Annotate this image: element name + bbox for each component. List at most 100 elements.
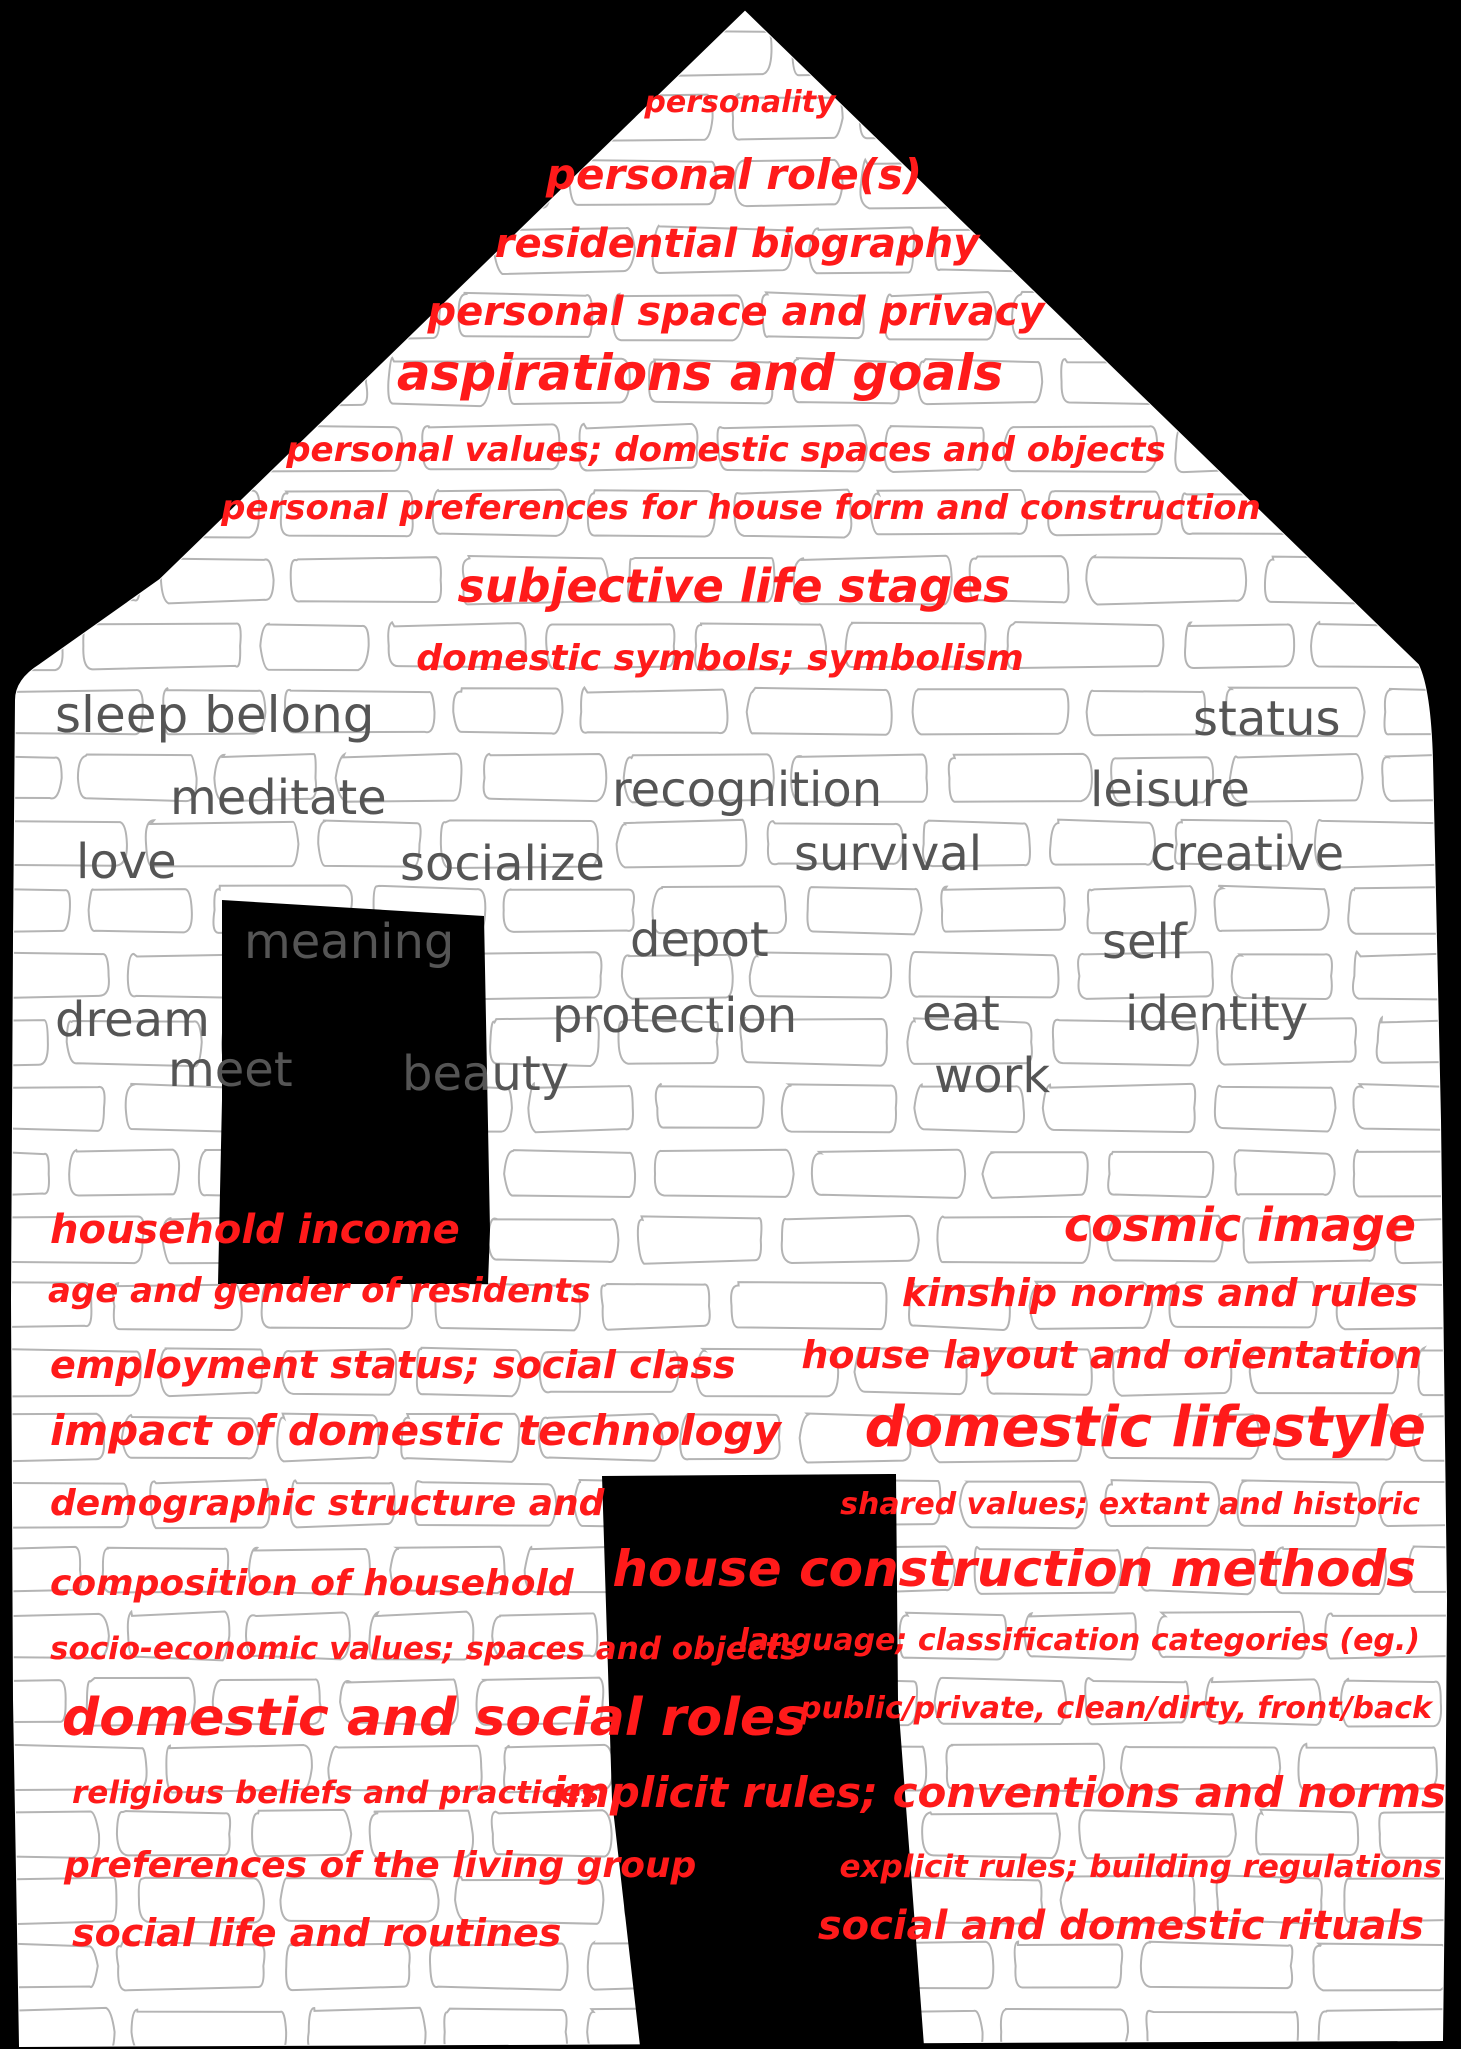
brick <box>112 1281 243 1331</box>
brick <box>452 687 564 735</box>
brick <box>507 357 631 405</box>
brick <box>439 819 599 870</box>
brick <box>128 425 233 474</box>
brick <box>12 424 113 474</box>
brick <box>414 1480 558 1527</box>
brick <box>537 1412 664 1462</box>
brick <box>791 357 900 405</box>
brick <box>1085 554 1248 606</box>
brick <box>280 1348 398 1396</box>
brick <box>1225 686 1366 738</box>
brick <box>579 685 729 735</box>
brick <box>259 622 370 672</box>
brick <box>12 1085 106 1132</box>
brick <box>1139 92 1280 141</box>
brick <box>945 1742 1106 1793</box>
brick <box>279 490 414 538</box>
brick <box>1297 1742 1438 1791</box>
word-subjective-life-stages: subjective life stages <box>457 559 1011 613</box>
brick <box>12 951 110 1000</box>
word-identity: identity <box>1125 986 1309 1042</box>
brick <box>357 225 475 274</box>
brick <box>1314 357 1446 403</box>
brick <box>1242 1216 1376 1264</box>
brick <box>489 1016 600 1067</box>
word-socio-economic-values: socio-economic values; spaces and object… <box>50 1631 799 1667</box>
brick <box>1324 1612 1446 1660</box>
word-house-construction: house construction methods <box>612 1540 1416 1598</box>
brick <box>421 423 561 471</box>
brick <box>387 620 527 669</box>
brick <box>397 158 553 209</box>
brick <box>428 1942 569 1991</box>
brick <box>1028 1280 1154 1330</box>
brick <box>1315 489 1446 539</box>
brick <box>733 158 844 208</box>
brick <box>85 1676 196 1727</box>
word-language-classification: language; classification categories (eg.… <box>738 1623 1420 1658</box>
brick <box>1394 1215 1446 1265</box>
brick <box>454 1875 605 1925</box>
brick <box>1077 951 1214 1000</box>
word-house-layout: house layout and orientation <box>801 1333 1422 1377</box>
brick <box>1375 1015 1446 1064</box>
brick <box>126 1609 231 1662</box>
brick <box>1338 292 1443 341</box>
brick <box>1059 1874 1196 1925</box>
brick <box>317 819 422 868</box>
brick <box>1185 358 1298 406</box>
word-leisure: leisure <box>1090 762 1250 818</box>
brick <box>913 1082 1025 1134</box>
brick <box>1312 1942 1446 1992</box>
brick <box>71 356 225 405</box>
brick <box>1156 1610 1306 1660</box>
brick <box>244 1611 351 1661</box>
brick <box>921 1811 1061 1860</box>
word-residential-biography: residential biography <box>494 221 980 267</box>
word-social-life-routines: social life and routines <box>72 1911 562 1955</box>
word-preferences-living-group: preferences of the living group <box>64 1845 697 1886</box>
brick <box>289 556 443 603</box>
brick <box>1233 1149 1336 1196</box>
brick <box>443 2007 568 2046</box>
brick <box>532 25 648 78</box>
brick <box>739 1016 888 1067</box>
word-eat: eat <box>922 986 1000 1042</box>
brick <box>1411 1413 1446 1463</box>
brick <box>648 358 774 405</box>
brick <box>1215 1017 1357 1066</box>
brick <box>386 28 518 78</box>
word-meaning: meaning <box>244 914 455 970</box>
brick <box>654 1082 765 1129</box>
brick <box>1145 2009 1300 2046</box>
word-personal-roles: personal role(s) <box>545 150 923 199</box>
brick <box>1047 490 1164 537</box>
brick <box>1308 423 1415 474</box>
word-kinship-norms: kinship norms and rules <box>901 1271 1418 1315</box>
brick <box>1107 1150 1215 1199</box>
brick <box>236 158 378 208</box>
brick <box>615 818 748 869</box>
word-recognition: recognition <box>612 762 883 818</box>
brick <box>968 555 1070 604</box>
brick <box>791 26 905 77</box>
door <box>602 1474 924 2046</box>
word-depot: depot <box>630 912 769 968</box>
brick <box>1168 1281 1318 1329</box>
brick <box>214 224 343 273</box>
brick <box>991 92 1120 143</box>
word-creative: creative <box>1150 826 1345 882</box>
brick <box>1176 292 1324 340</box>
brick <box>928 1413 1084 1464</box>
brick <box>101 1546 230 1594</box>
brick <box>1111 1348 1233 1397</box>
brick <box>1213 884 1330 933</box>
brick <box>620 953 734 1000</box>
brick <box>12 1281 93 1329</box>
brick <box>12 1876 118 1926</box>
brick <box>368 1610 475 1661</box>
brick <box>165 1744 313 1794</box>
window <box>218 900 490 1284</box>
brick <box>748 951 893 999</box>
